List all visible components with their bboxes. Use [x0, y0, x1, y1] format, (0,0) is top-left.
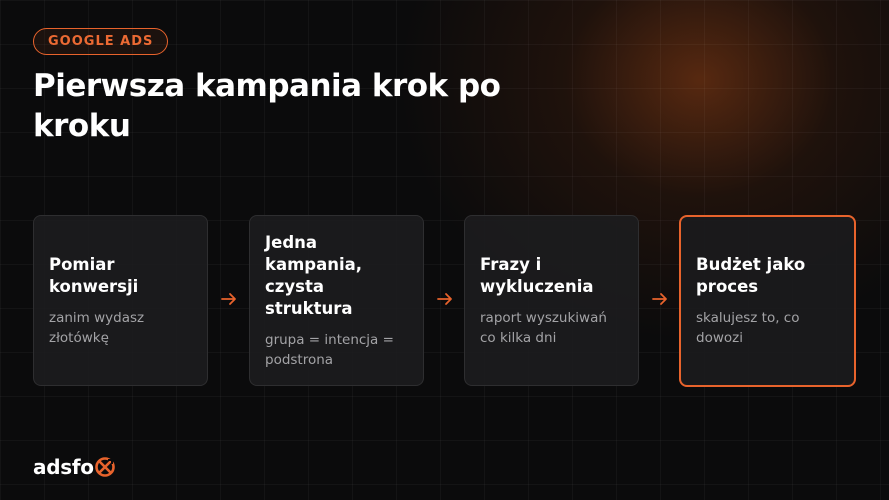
arrow-right-icon [652, 293, 667, 305]
category-tag: GOOGLE ADS [33, 28, 169, 55]
step-card-1: Pomiar konwersji zanim wydasz złotówkę [33, 215, 208, 386]
brand-logo: adsfo [33, 454, 115, 480]
step-title: Budżet jako proces [696, 255, 806, 296]
step-card-2: Jedna kampania, czysta struktura grupa =… [249, 215, 424, 386]
step-title: Jedna kampania, czysta struktura [265, 232, 363, 318]
fox-x-logo-icon [94, 457, 115, 477]
step-subtitle: grupa = intencja = podstrona [265, 331, 394, 368]
step-card-3: Frazy i wykluczenia raport wyszukiwań co… [464, 215, 639, 386]
step-subtitle: skalujesz to, co dowozi [696, 310, 800, 346]
step-title: Pomiar konwersji [49, 254, 139, 296]
step-card-4-highlighted: Budżet jako proces skalujesz to, co dowo… [679, 215, 856, 387]
step-subtitle: zanim wydasz złotówkę [49, 309, 145, 346]
slide-title: Pierwsza kampania krok po kroku [33, 68, 501, 144]
step-title: Frazy i wykluczenia [480, 254, 594, 296]
arrow-right-icon [221, 293, 236, 305]
step-subtitle: raport wyszukiwań co kilka dni [480, 309, 607, 346]
arrow-right-icon [437, 293, 452, 305]
logo-text: adsfo [33, 455, 94, 479]
